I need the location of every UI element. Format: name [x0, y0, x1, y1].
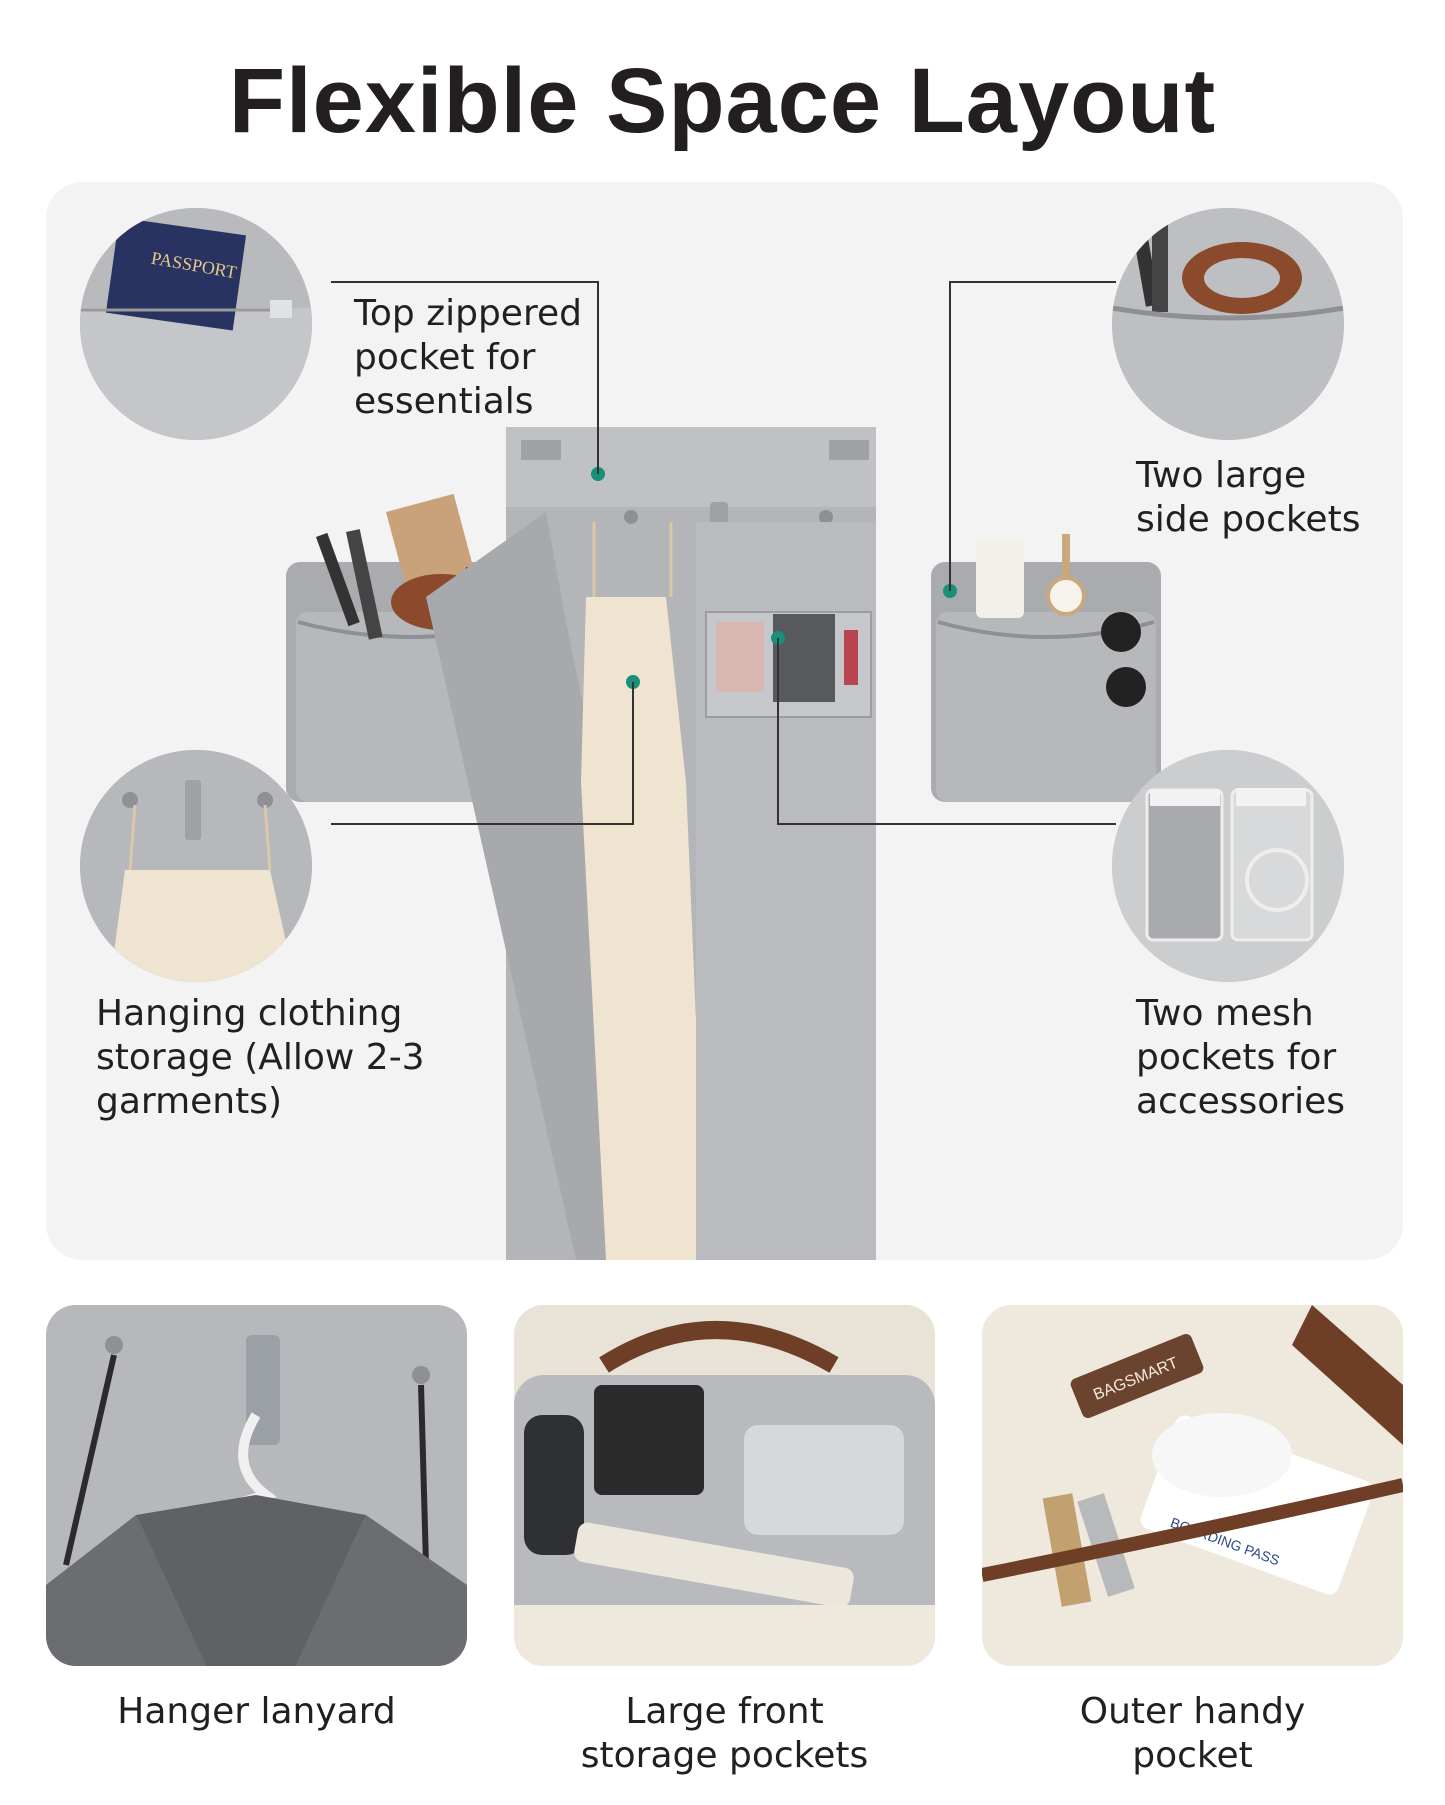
label-side-pockets: Two large side pockets: [1136, 455, 1361, 540]
feature-panel: PASSPORT: [46, 182, 1403, 1260]
label-top-pocket: Top zippered pocket for essentials: [354, 293, 582, 422]
cream-dress: [581, 597, 706, 1260]
label-hanger-lanyard: Hanger lanyard: [117, 1691, 396, 1732]
passport-pocket-detail: PASSPORT: [80, 208, 312, 440]
front-pockets-image: [514, 1305, 935, 1666]
label-mesh: Two mesh pockets for accessories: [1136, 993, 1346, 1122]
hanging-storage-detail: [80, 750, 312, 982]
label-outer-pocket: Outer handy pocket: [1079, 1691, 1306, 1776]
label-front-pockets: Large front storage pockets: [580, 1691, 869, 1776]
mesh-pocket-detail: [1112, 750, 1344, 982]
hanger-lanyard-image: [46, 1305, 467, 1666]
page-title: Flexible Space Layout: [228, 50, 1217, 152]
garment-bag-illustration: [286, 281, 1161, 1260]
side-pocket-detail: [1112, 208, 1344, 440]
outer-pocket-image: BAGSMART BOARDING PASS: [982, 1305, 1403, 1666]
label-hanging: Hanging clothing storage (Allow 2-3 garm…: [96, 993, 425, 1122]
